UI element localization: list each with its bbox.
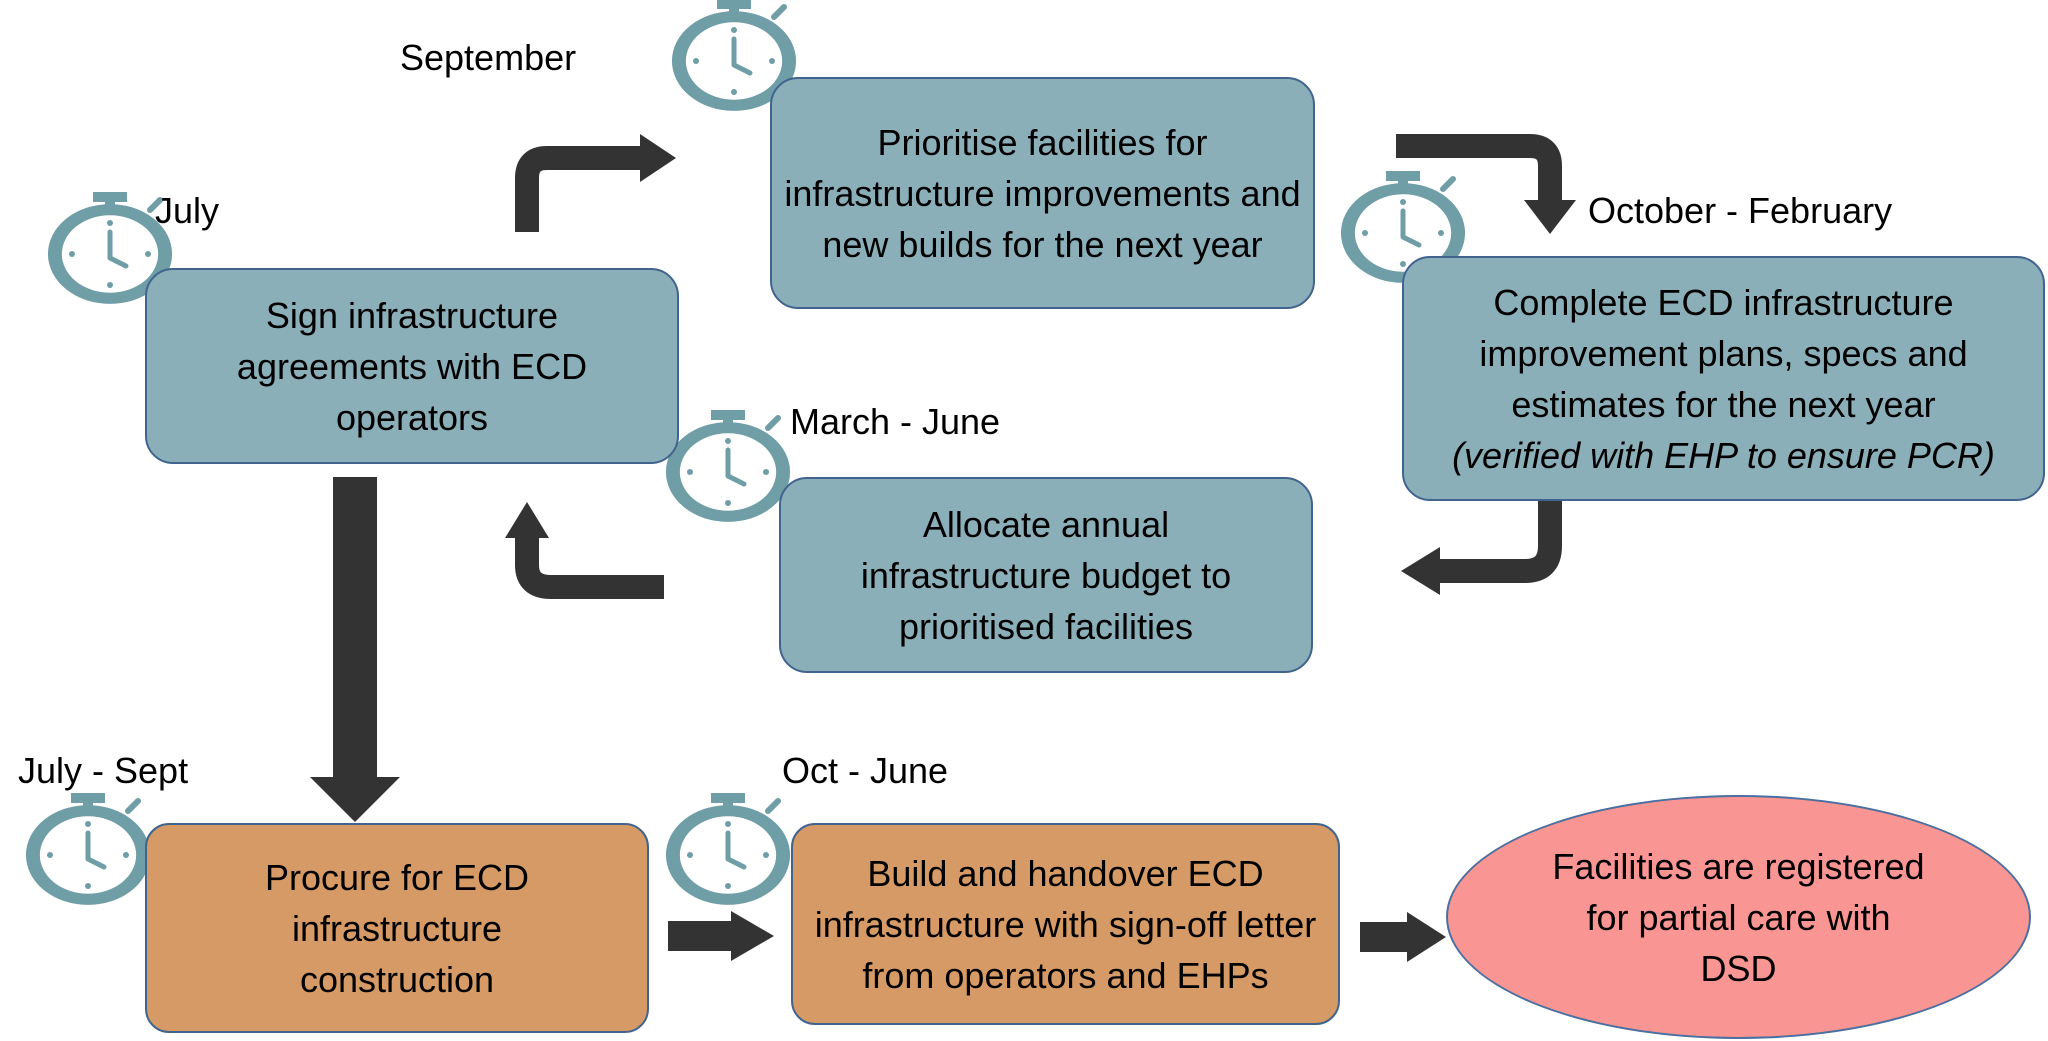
label-september: September [400,37,577,78]
stopwatch-icon [26,793,150,905]
box-build-handover: Build and handover ECD infrastructure wi… [791,823,1340,1025]
complete-plans-text: Complete ECD infrastructure improvement … [1479,281,1968,425]
arrowhead-allocate-to-sign [505,502,549,538]
arrow-procure-to-build [668,911,774,961]
arrowhead-complete-to-allocate [1401,547,1440,595]
arrowhead-prioritise-to-complete [1524,200,1576,234]
arrow-complete-to-allocate [1440,500,1562,583]
box-prioritise-facilities: Prioritise facilities for infrastructure… [770,77,1315,309]
arrow-prioritise-to-complete [1396,134,1562,200]
arrowhead-sign-to-prioritise [640,134,676,182]
arrow-build-to-registered [1360,912,1446,962]
box-sign-agreements: Sign infrastructure agreements with ECD … [145,268,679,464]
arrow-sign-to-procure [310,477,400,822]
stopwatch-icon [666,793,790,905]
box-complete-plans: Complete ECD infrastructure improvement … [1402,256,2045,501]
stopwatch-icon [666,410,790,522]
label-oct-june: Oct - June [782,750,949,791]
arrow-sign-to-prioritise [515,146,640,232]
box-allocate-budget: Allocate annual infrastructure budget to… [779,477,1313,673]
label-july: July [155,190,220,231]
box-facilities-registered: Facilities are registered for partial ca… [1446,795,2031,1039]
complete-plans-note: (verified with EHP to ensure PCR) [1452,434,1995,476]
arrow-allocate-to-sign [515,538,664,599]
label-october-february: October - February [1588,190,1893,231]
box-procure-construction: Procure for ECD infrastructure construct… [145,823,649,1033]
label-july-sept: July - Sept [18,750,189,791]
label-march-june: March - June [790,401,1001,442]
